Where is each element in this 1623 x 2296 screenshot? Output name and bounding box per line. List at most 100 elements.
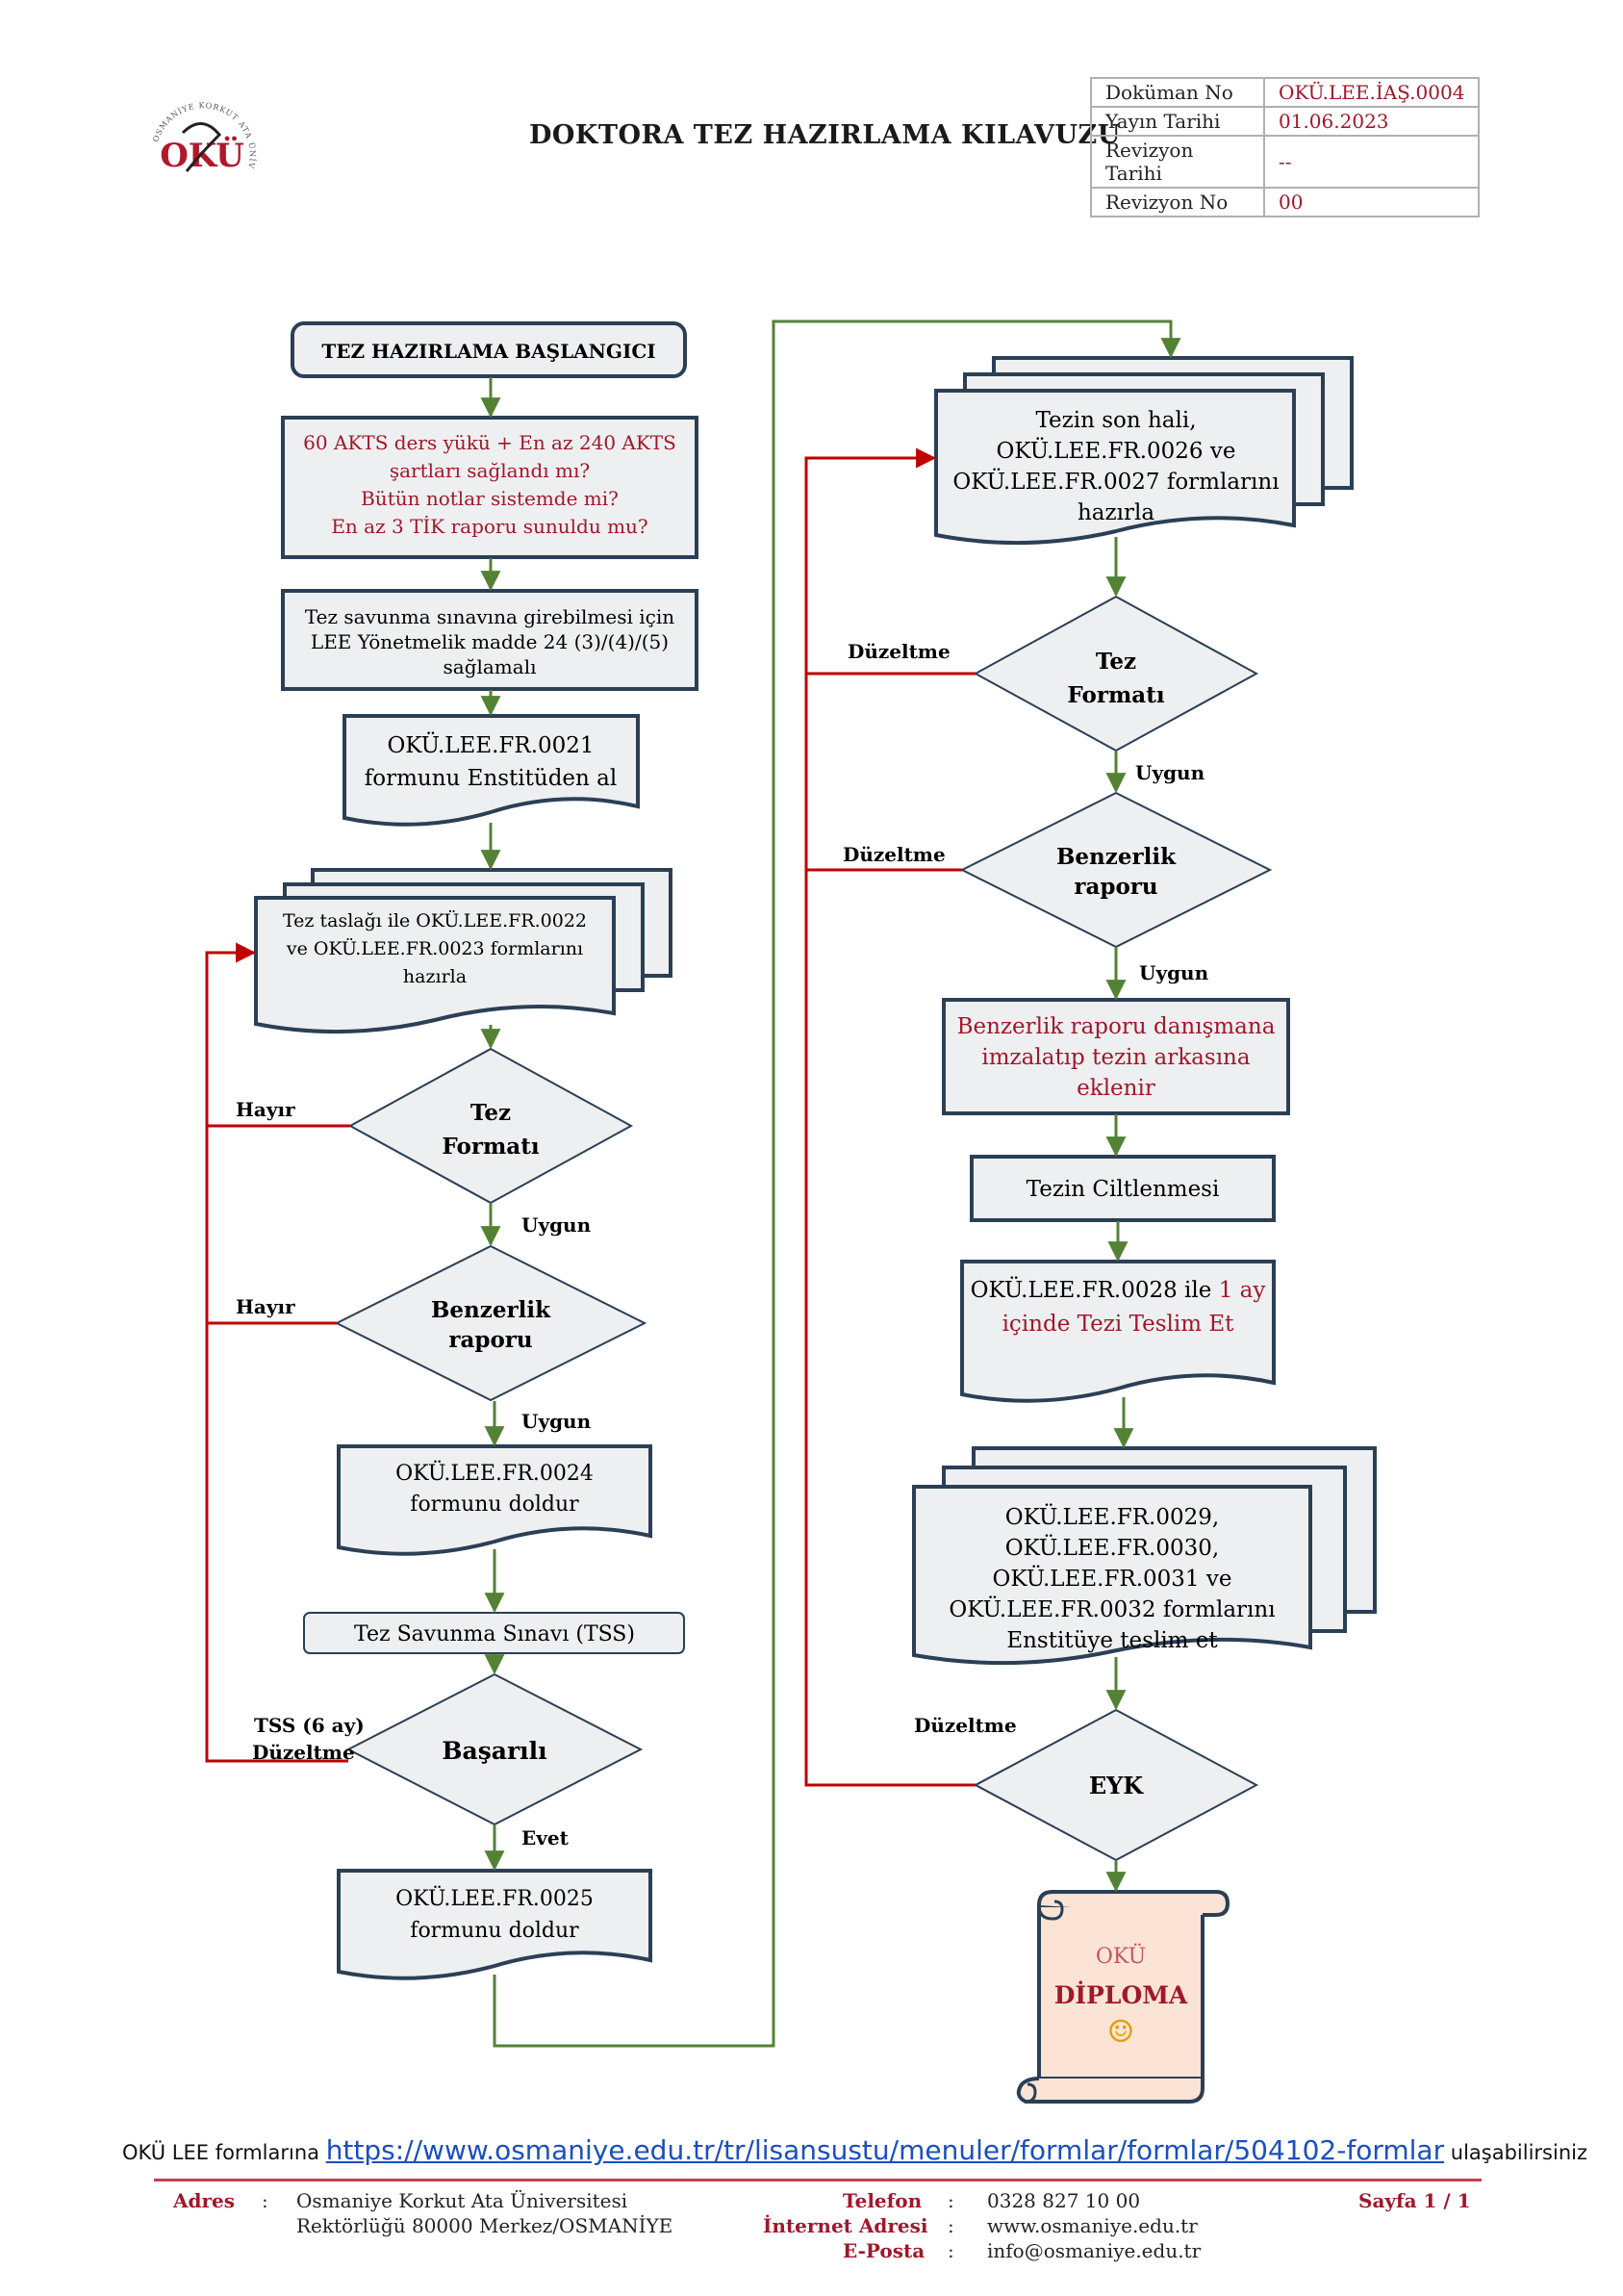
sim-right-line-1: Benzerlik (1056, 844, 1177, 870)
pub-date-key: Yayın Tarihi (1090, 106, 1265, 137)
fr0025-line-2: formunu doldur (410, 1919, 579, 1943)
footer-eposta-label: E-Posta (843, 2239, 926, 2262)
label-uygun-format-left: Uygun (521, 1213, 592, 1237)
final-line-4: hazırla (1078, 500, 1154, 525)
diploma-label: DİPLOMA (1054, 1981, 1188, 2009)
fr0028-form: OKÜ.LEE.FR.0028 ile (971, 1277, 1219, 1303)
start-label: TEZ HAZIRLAMA BAŞLANGICI (321, 340, 655, 363)
submit-multidocument (912, 1446, 1377, 1666)
binding-label: Tezin Ciltlenmesi (1027, 1177, 1220, 1202)
start-box (291, 321, 687, 378)
fr0024-line-2: formunu doldur (410, 1492, 579, 1517)
diploma-scroll (1016, 1890, 1230, 2104)
draft-line-3: hazırla (403, 966, 467, 987)
forms-link-line: OKÜ LEE formlarına https://www.osmaniye.… (122, 2134, 1587, 2166)
draft-line-2: ve OKÜ.LEE.FR.0023 formlarını (286, 937, 583, 959)
diploma-logo-icon: OKÜ (1096, 1943, 1146, 1969)
format-left-line-2: Formatı (442, 1134, 539, 1160)
sim-sign-line-2: imzalatıp tezin arkasına (981, 1045, 1250, 1070)
footer-telefon-label: Telefon (843, 2189, 923, 2212)
footer-page-number: Sayfa 1 / 1 (1358, 2189, 1471, 2212)
draft-multidocument (254, 868, 672, 1034)
regulation-line-1: Tez savunma sınavına girebilmesi için (305, 605, 674, 628)
link-suffix: ulaşabilirsiniz (1444, 2141, 1588, 2164)
fr0028-line-1: OKÜ.LEE.FR.0028 ile 1 ay (971, 1277, 1266, 1303)
submit-line-3: OKÜ.LEE.FR.0031 ve (992, 1566, 1231, 1592)
draft-line-1: Tez taslağı ile OKÜ.LEE.FR.0022 (283, 909, 587, 931)
prerequisite-line-3: Bütün notlar sistemde mi? (361, 487, 619, 510)
label-uygun-similarity-left: Uygun (521, 1410, 592, 1433)
link-prefix: OKÜ LEE formlarına (122, 2141, 326, 2164)
label-evet: Evet (521, 1826, 570, 1850)
prerequisite-line-1: 60 AKTS ders yükü + En az 240 AKTS (303, 431, 676, 454)
fr0025-document (337, 1869, 652, 1980)
similarity-decision-right (959, 791, 1273, 949)
footer-divider (154, 2179, 1482, 2181)
fr0024-line-1: OKÜ.LEE.FR.0024 (395, 1460, 594, 1486)
footer-telefon: 0328 827 10 00 (987, 2189, 1141, 2212)
eyk-decision (973, 1708, 1259, 1862)
footer-adres-colon: : (262, 2189, 268, 2212)
logo-letters: OKÜ (160, 136, 244, 175)
label-uygun-similarity-right: Uygun (1139, 961, 1209, 984)
loop-arrows (205, 447, 976, 1787)
regulation-line-2: LEE Yönetmelik madde 24 (3)/(4)/(5) (311, 630, 669, 653)
sim-left-line-1: Benzerlik (431, 1297, 551, 1323)
fr0028-document (960, 1260, 1276, 1403)
label-tss-6-ay: TSS (6 ay) (254, 1714, 365, 1737)
fr0021-line-1: OKÜ.LEE.FR.0021 (387, 732, 594, 758)
final-multidocument (934, 356, 1354, 546)
footer-adres-label: Adres (173, 2189, 236, 2212)
footer-internet-colon: : (948, 2214, 954, 2237)
footer-telefon-colon: : (948, 2189, 954, 2212)
format-decision-left (347, 1047, 634, 1205)
prerequisite-line-2: şartları sağlandı mı? (390, 459, 590, 482)
prerequisite-line-4: En az 3 TİK raporu sunuldu mu? (331, 515, 647, 538)
success-decision (345, 1672, 644, 1826)
rev-no-value: 00 (1262, 187, 1481, 217)
label-hayir-format: Hayır (236, 1098, 295, 1121)
similarity-decision-left (334, 1244, 647, 1402)
pub-date-value: 01.06.2023 (1262, 106, 1481, 137)
university-logo: OSMANİYE KORKUT ATA ÜNİVERSİTESİ OKÜ (144, 75, 256, 175)
similarity-sign-box (942, 998, 1290, 1115)
eyk-label: EYK (1089, 1772, 1144, 1799)
fr0021-line-2: formunu Enstitüden al (365, 766, 618, 791)
final-line-3: OKÜ.LEE.FR.0027 formlarını (952, 469, 1279, 495)
final-line-1: Tezin son hali, (1035, 408, 1196, 433)
format-right-line-2: Formatı (1067, 682, 1164, 708)
submit-line-1: OKÜ.LEE.FR.0029, (1005, 1504, 1219, 1530)
footer-adres-line-2: Rektörlüğü 80000 Merkez/OSMANİYE (296, 2214, 673, 2237)
document-title: DOKTORA TEZ HAZIRLAMA KILAVUZU (529, 120, 1121, 150)
rev-no-key: Revizyon No (1090, 187, 1265, 217)
smiley-icon: ☺ (1107, 2013, 1135, 2050)
sim-sign-line-3: eklenir (1077, 1076, 1155, 1101)
label-duzeltme-format: Düzeltme (848, 640, 951, 663)
fr0021-document (342, 714, 640, 827)
label-duzeltme-similarity: Düzeltme (843, 843, 946, 866)
sim-right-line-2: raporu (1074, 874, 1157, 900)
fr0028-duration: 1 ay (1219, 1278, 1266, 1303)
label-duzeltme-tss: Düzeltme (252, 1741, 355, 1764)
doc-no-value: OKÜ.LEE.İAŞ.0004 (1262, 77, 1481, 108)
format-left-line-1: Tez (470, 1100, 511, 1126)
prerequisite-box (281, 416, 698, 559)
tss-label: Tez Savunma Sınavı (TSS) (354, 1622, 635, 1646)
label-hayir-similarity: Hayır (236, 1295, 295, 1318)
sim-left-line-2: raporu (448, 1327, 532, 1353)
success-label: Başarılı (442, 1737, 546, 1765)
regulation-box (281, 589, 698, 691)
submit-line-5: Enstitüye teslim et (1006, 1628, 1218, 1653)
format-right-line-1: Tez (1096, 649, 1136, 675)
forms-link[interactable]: https://www.osmaniye.edu.tr/tr/lisansust… (325, 2134, 1445, 2166)
fr0028-line-2: içinde Tezi Teslim Et (1002, 1312, 1235, 1337)
fr0024-document (337, 1444, 652, 1556)
fr0025-line-1: OKÜ.LEE.FR.0025 (395, 1885, 594, 1911)
label-uygun-format-right: Uygun (1135, 761, 1205, 784)
footer-eposta-colon: : (948, 2239, 954, 2262)
